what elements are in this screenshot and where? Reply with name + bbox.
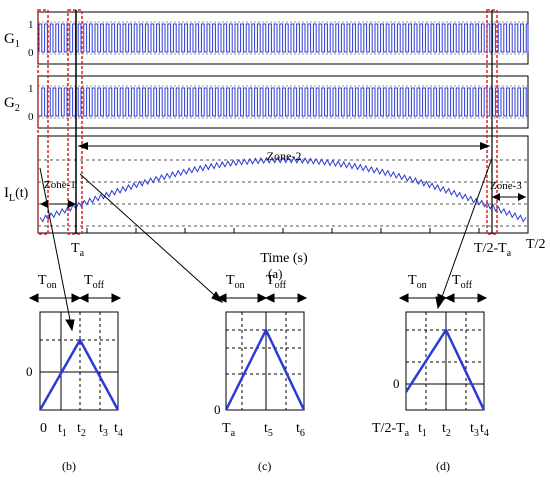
c-ton-label: Ton [226, 273, 245, 291]
g2-high-tick: 1 [28, 83, 34, 95]
g1-panel: G1 1 0 [4, 11, 529, 65]
panel-b-label: (b) [62, 459, 76, 473]
il-label: IL(t) [4, 185, 29, 204]
zone-3-label: Zone-3 [490, 180, 522, 192]
zoom-connectors [39, 157, 493, 332]
t-half-label: T/2 [526, 237, 545, 252]
zone-borders [37, 9, 498, 235]
zoom_d-tick-label: t3 [470, 421, 479, 439]
top-x-labels: Ta Time (s) T/2-Ta T/2 (a) [71, 237, 545, 281]
zone-annotations: Zone-2 Zone-1 Zone-3 [40, 142, 526, 208]
d-toff-label: Toff [452, 273, 473, 291]
d-zero-label: 0 [393, 376, 400, 391]
d-ton-label: Ton [408, 273, 427, 291]
g1-low-tick: 0 [28, 47, 34, 59]
zoom_d-tick-label: T/2-Ta [372, 421, 410, 439]
g2-pulse-train [38, 87, 528, 117]
zone-1-label: Zone-1 [44, 179, 76, 191]
zoom_b-tick-label: t1 [58, 421, 67, 439]
zoom_b-tick-label: t4 [114, 421, 123, 439]
zone-2-label: Zone-2 [267, 149, 302, 163]
il-panel: IL(t) [4, 135, 529, 234]
b-zero-label: 0 [26, 364, 33, 379]
b-x-ticks: 0 t1 t2 t3 t4 [40, 421, 123, 439]
c-toff-label: Toff [266, 273, 287, 291]
panel-d-label: (d) [436, 459, 450, 473]
zoom_c-tick-label: t6 [296, 421, 305, 439]
zoom_c-tick-label: Ta [222, 421, 236, 439]
ta-label: Ta [71, 241, 85, 259]
g1-high-tick: 1 [28, 19, 34, 31]
zoom_d-tick-label: t1 [418, 421, 427, 439]
g1-pulse-train [38, 23, 529, 53]
zoom_b-tick-label: t3 [99, 421, 108, 439]
b-ton-label: Ton [38, 273, 57, 291]
zoom_c-tick-label: t5 [264, 421, 273, 439]
g2-panel: G2 1 0 [4, 75, 529, 129]
il-x-ticks [37, 228, 529, 233]
c-zero-label: 0 [214, 402, 221, 417]
g2-low-tick: 0 [28, 111, 34, 123]
time-axis-label: Time (s) [260, 251, 308, 266]
g1-label: G1 [4, 31, 20, 50]
b-toff-label: Toff [84, 273, 105, 291]
t2-minus-ta-label: T/2-Ta [474, 241, 512, 259]
zoom_d-tick-label: t4 [480, 421, 489, 439]
zoom-panel-c: Ton Toff 0 Ta t5 t6 (c) [214, 273, 308, 473]
zoom_b-tick-label: t2 [77, 421, 86, 439]
zoom_b-tick-label: 0 [40, 421, 47, 436]
inductor-current-waveform [39, 156, 527, 223]
c-x-ticks: Ta t5 t6 [222, 421, 305, 439]
zoom-panel-b: Ton Toff 0 0 t1 t2 t3 t4 (b) [26, 273, 123, 473]
g2-label: G2 [4, 95, 20, 114]
panel-c-label: (c) [258, 459, 271, 473]
panel-a-label: (a) [268, 266, 282, 281]
zoom_d-tick-label: t2 [442, 421, 451, 439]
